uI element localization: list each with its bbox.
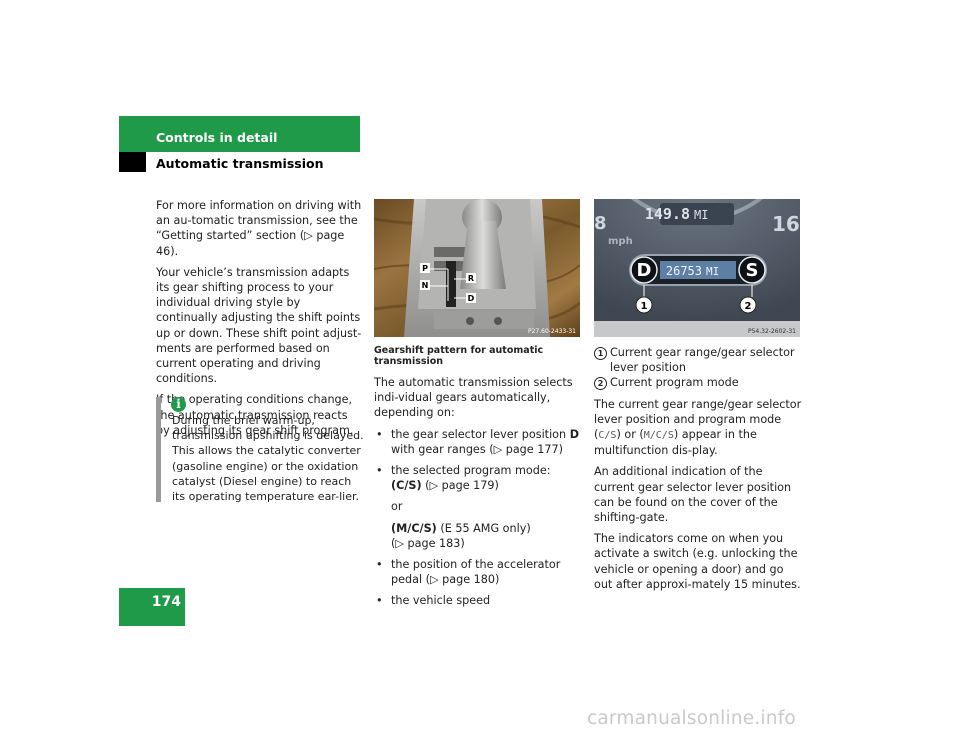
column-left: For more information on driving with an … [156,198,362,444]
paragraph-display: The current gear range/gear selector lev… [594,397,802,458]
gear-label-r: R [468,274,474,283]
speed-unit: mph [608,236,633,247]
paragraph-indicators: The indicators come on when you activate… [594,532,801,591]
paragraph-more-info: For more information on driving with an … [156,199,362,258]
gear-label-p: P [422,264,428,273]
page-number: 174 [151,594,181,610]
header-band [119,116,360,152]
page-number-box [119,588,185,626]
callout-1: 1 [641,301,648,312]
gear-label-d: D [468,294,475,303]
gear-label-n-box [420,280,430,290]
list-item: the selected program mode: (C/S) (▷ page… [374,463,582,551]
speed-scale-left: 8 [594,213,607,234]
odometer-unit: MI [706,265,719,278]
gearshift-photo: P N R D P27.60-2433-31 [374,199,580,337]
list-item: the vehicle speed [374,593,582,608]
figure-code: P27.60-2433-31 [528,328,576,335]
speed-scale-right: 16 [772,212,800,236]
watermark-link[interactable]: carmanualsonline.info [587,708,796,729]
section-title: Controls in detail [156,130,278,145]
trip-value: 149.8 [645,205,690,223]
list-item: the gear selector lever position D with … [374,427,582,457]
trip-unit: MI [694,208,708,222]
gear-indicator: D [637,260,652,281]
paragraph-selects: The automatic transmission selects indi-… [374,376,573,420]
gear-label-r-box [466,273,476,283]
cluster-photo: 149.8 MI 8 16 mph D S 26753 MI 1 2 P54.3… [594,199,800,337]
odometer-value: 26753 [666,264,702,278]
figure-code: P54.32-2602-31 [748,328,796,335]
gear-label-n: N [422,281,429,290]
gear-label-d-box [466,293,476,303]
subheader-marker [119,152,146,172]
info-bar [156,397,161,502]
gear-label-p-box [420,263,430,273]
info-text: During the brief warm-up, transmission u… [172,414,364,504]
paragraph-shifting-gate: An additional indication of the current … [594,465,792,525]
column-middle: Gearshift pattern for automatic transmis… [374,345,582,615]
list-item: the position of the accelerator pedal (▷… [374,557,582,587]
paragraph-conditions: If the operating conditions change, the … [156,393,354,437]
program-indicator: S [746,260,759,281]
page-subtitle: Automatic transmission [156,156,324,171]
factor-list: the gear selector lever position D with … [374,427,582,609]
paragraph-adapts: Your vehicle’s transmission adapts its g… [156,265,362,386]
callout-2: 2 [745,301,752,312]
info-icon: i [171,397,186,412]
figure-caption: Gearshift pattern for automatic transmis… [374,345,544,367]
